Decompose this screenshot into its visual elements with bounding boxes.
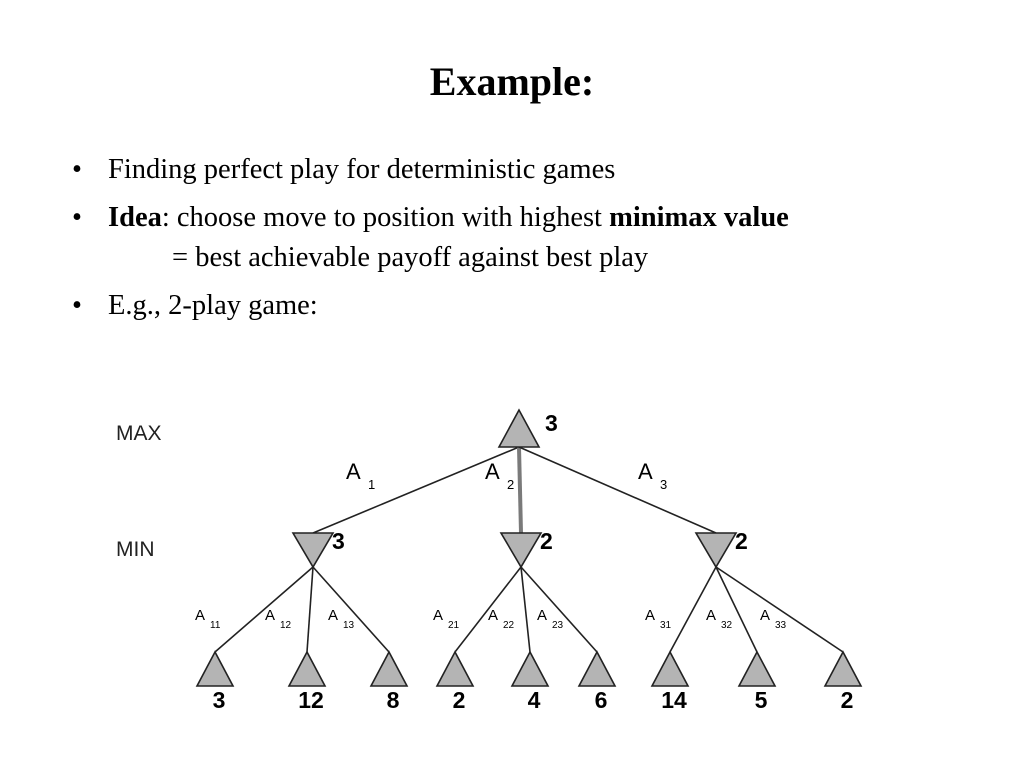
move-label-subscript: 33 (775, 620, 787, 631)
leaf-node (435, 650, 475, 687)
move-label-subscript: 31 (660, 620, 672, 631)
edge-root-to-min (518, 446, 717, 534)
edge-min-to-leaf (520, 566, 531, 653)
bullet-keyword-minimax: minimax value (609, 202, 789, 233)
edge-min-to-leaf (715, 566, 758, 653)
move-label-subscript: 2 (507, 477, 514, 492)
leaf-value: 8 (387, 687, 400, 713)
move-label-subscript: 1 (368, 477, 375, 492)
edge-min-to-leaf (520, 566, 598, 653)
min-node (499, 532, 543, 569)
max-node (497, 408, 541, 448)
leaf-node (510, 650, 550, 687)
max-node-value: 3 (545, 410, 558, 436)
move-label: A (488, 607, 498, 624)
leaf-value: 2 (841, 687, 854, 713)
move-label-subscript: 21 (448, 620, 460, 631)
bullet-text: : choose move to position with highest (161, 202, 610, 233)
move-label-subscript: 22 (503, 620, 515, 631)
leaf-value: 4 (528, 687, 541, 713)
leaf-value: 14 (661, 687, 687, 713)
move-label: A (328, 607, 338, 624)
leaf-value: 6 (595, 687, 608, 713)
edge-root-to-min (312, 446, 520, 534)
bullet-item: • E.g., 2-play game: (0, 286, 1024, 326)
leaf-value: 3 (213, 687, 226, 713)
move-label: A (485, 459, 500, 484)
move-label-subscript: 3 (660, 477, 667, 492)
leaf-value: 12 (298, 687, 324, 713)
edge-min-to-leaf (454, 566, 522, 653)
min-node-value: 3 (332, 528, 345, 554)
leaf-node (737, 650, 777, 687)
leaf-node (577, 650, 617, 687)
bullet-definition: = best achievable payoff against best pl… (172, 242, 649, 273)
edge-min-to-leaf (312, 566, 390, 653)
leaf-value: 2 (453, 687, 466, 713)
level-label-max: MAX (116, 422, 162, 445)
edge-min-to-leaf (306, 566, 314, 653)
move-label: A (760, 607, 770, 624)
bullet-marker: • (72, 202, 82, 233)
leaf-node (823, 650, 863, 687)
move-label-subscript: 23 (552, 620, 564, 631)
slide-title: Example: (429, 59, 595, 104)
move-label: A (537, 607, 547, 624)
bullet-item: • Finding perfect play for deterministic… (0, 150, 1024, 190)
move-label: A (195, 607, 205, 624)
edge-min-to-leaf (669, 566, 717, 653)
min-node-value: 2 (735, 528, 748, 554)
leaf-value: 5 (755, 687, 768, 713)
bullet-list: • Finding perfect play for deterministic… (0, 150, 1024, 334)
move-label: A (638, 459, 653, 484)
edge-min-to-leaf (214, 566, 314, 653)
move-label-subscript: 12 (280, 620, 292, 631)
level-label-min: MIN (116, 538, 155, 561)
bullet-item: • Idea: choose move to position with hig… (0, 198, 1024, 278)
bullet-marker: • (72, 290, 82, 321)
bullet-marker: • (72, 154, 82, 185)
leaf-node (369, 650, 409, 687)
leaf-node (287, 650, 327, 687)
min-node (291, 532, 335, 569)
bullet-keyword-idea: Idea (108, 202, 162, 233)
move-label-subscript: 32 (721, 620, 733, 631)
min-node (694, 532, 738, 569)
min-node-value: 2 (540, 528, 553, 554)
move-label-subscript: 13 (343, 620, 355, 631)
move-label: A (645, 607, 655, 624)
move-label: A (265, 607, 275, 624)
bullet-text: E.g., 2-play game: (108, 290, 318, 321)
leaf-node (195, 650, 235, 687)
edge-root-to-min (517, 446, 523, 534)
move-label: A (346, 459, 361, 484)
move-label: A (706, 607, 716, 624)
move-label: A (433, 607, 443, 624)
move-label-subscript: 11 (210, 620, 221, 631)
edge-min-to-leaf (715, 566, 844, 653)
bullet-text: Finding perfect play for deterministic g… (108, 154, 616, 185)
leaf-node (650, 650, 690, 687)
